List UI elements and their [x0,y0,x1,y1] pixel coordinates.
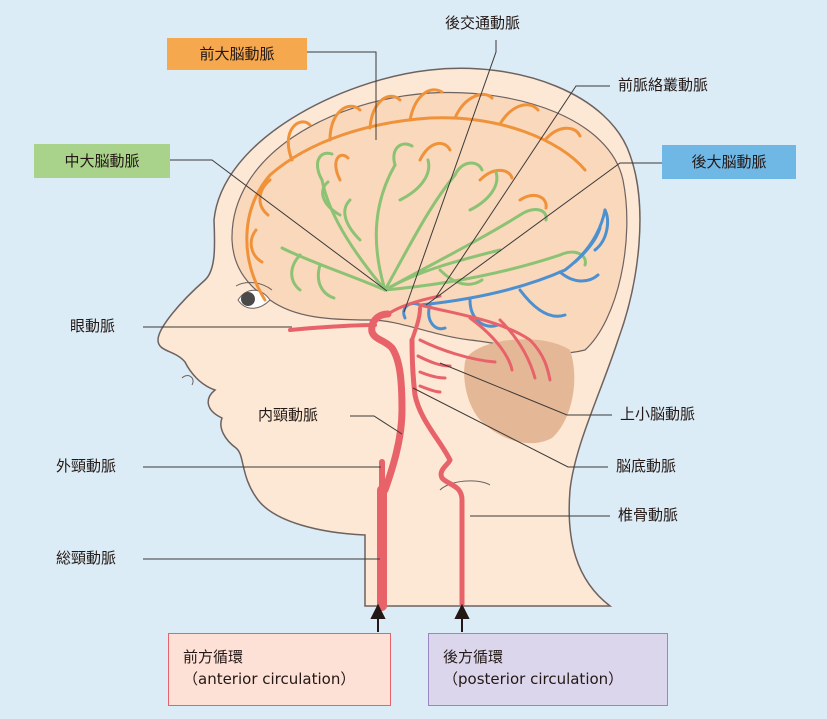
cca-label: 総頸動脈 [56,551,116,566]
vertebral-label: 椎骨動脈 [618,508,678,523]
anterior-circulation-box: 前方循環 （anterior circulation） [168,633,391,706]
pca-label: 後大脳動脈 [662,148,796,176]
posterior-circulation-title: 後方循環 [443,646,653,668]
anterior-circulation-title: 前方循環 [183,646,376,668]
posterior-circulation-box: 後方循環 （posterior circulation） [428,633,668,706]
aca-label: 前大脳動脈 [167,40,307,68]
ica-label: 内頸動脈 [258,408,318,423]
basilar-label: 脳底動脈 [616,459,676,474]
anterior-circulation-subtitle: （anterior circulation） [183,668,376,690]
posterior-circulation-subtitle: （posterior circulation） [443,668,653,690]
eca-label: 外頸動脈 [56,459,116,474]
achoroidal-label: 前脈絡叢動脈 [618,78,708,93]
ophthalmic-label: 眼動脈 [70,319,115,334]
eye-pupil [241,292,255,306]
sca-label: 上小脳動脈 [620,407,695,422]
mca-label: 中大脳動脈 [34,147,170,175]
pcomm-label: 後交通動脈 [445,16,520,31]
